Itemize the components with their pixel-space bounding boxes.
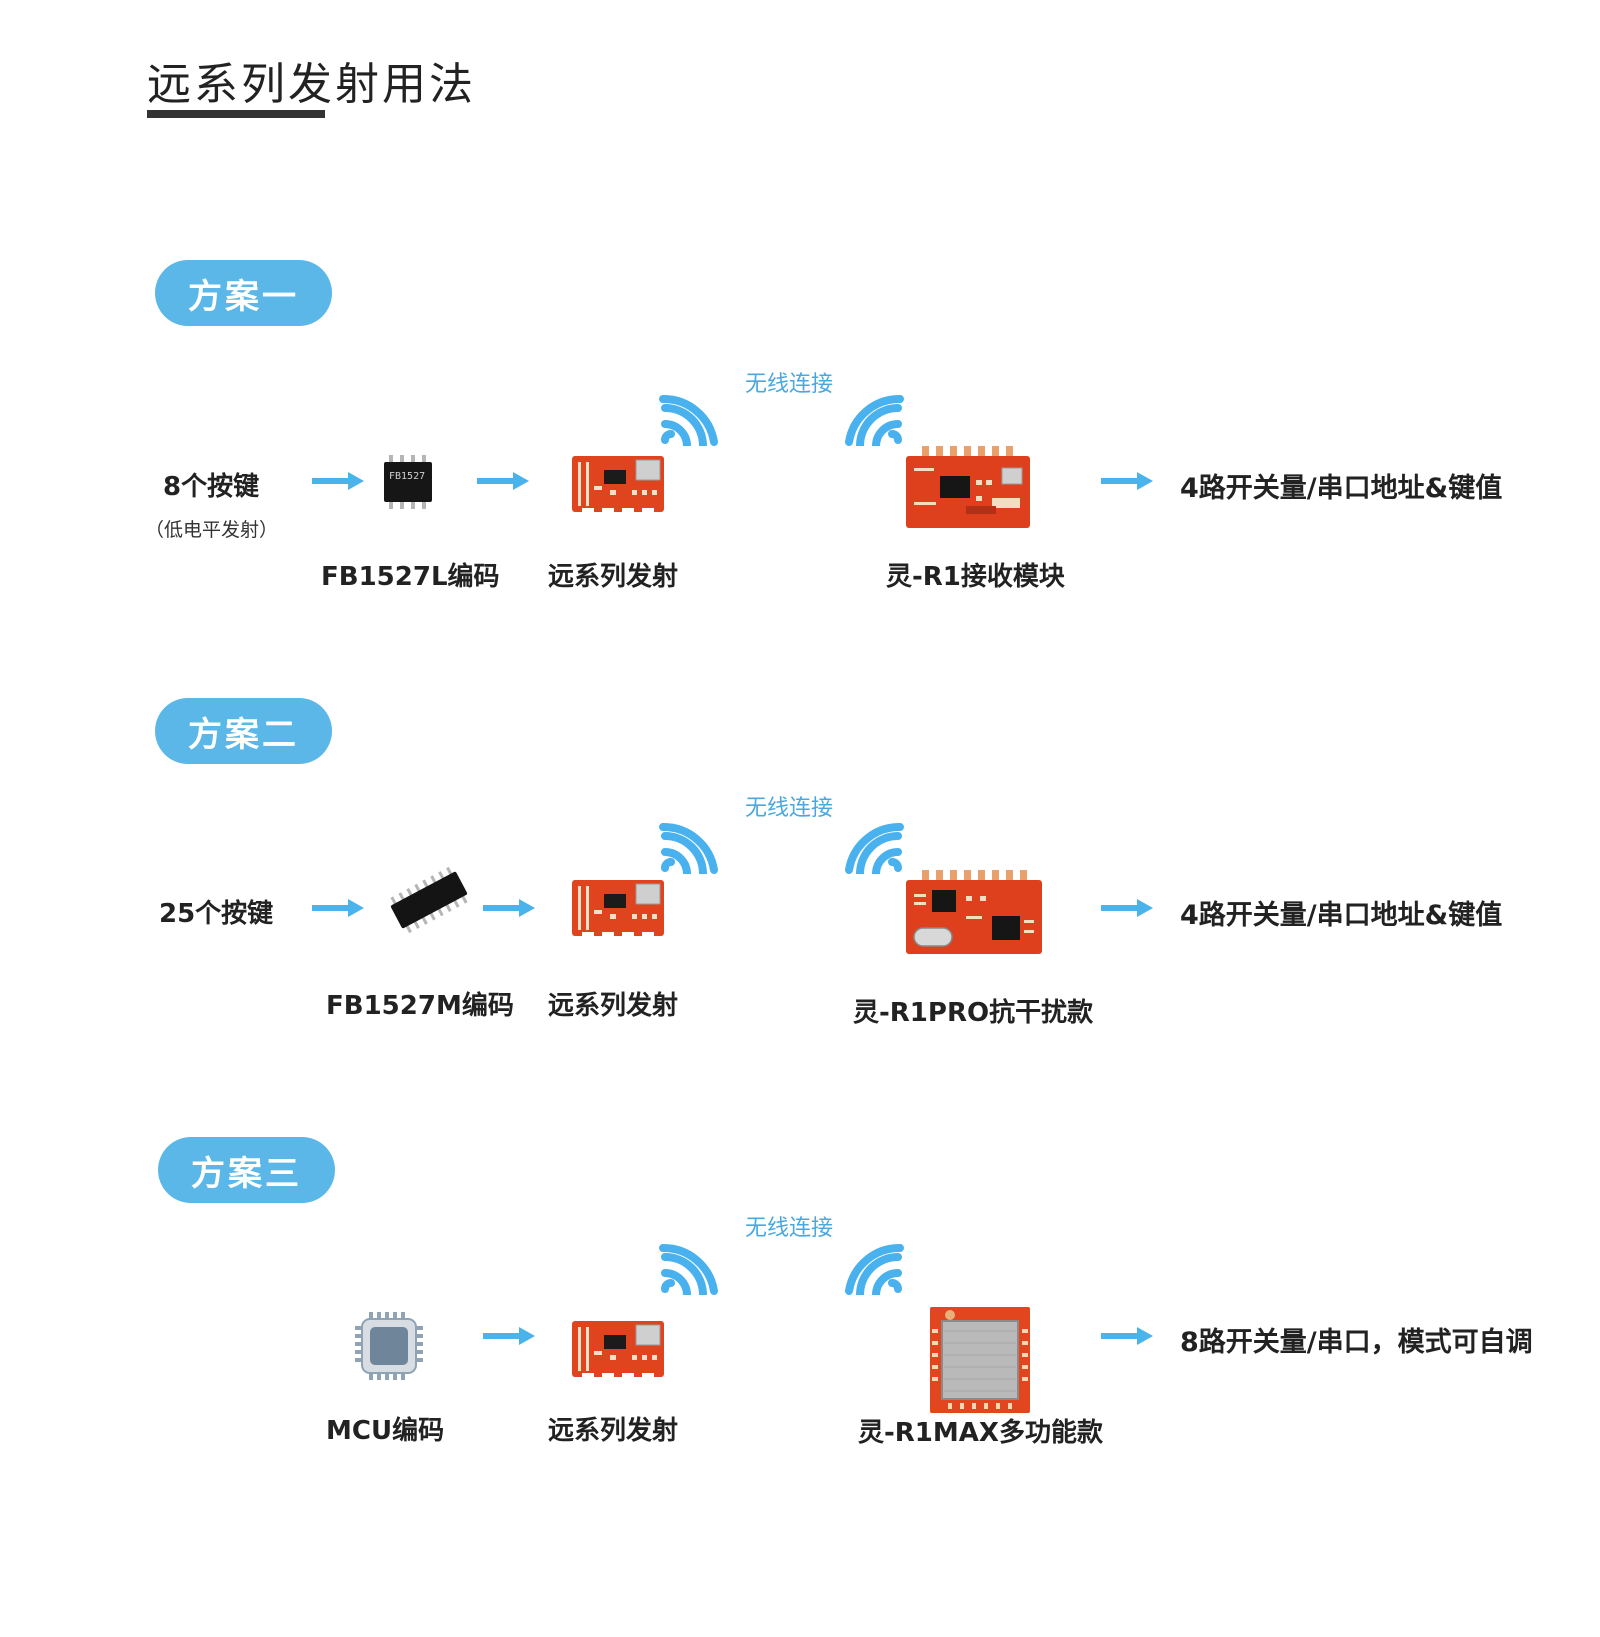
scheme-3-transmitter-label: 远系列发射 xyxy=(548,1416,679,1446)
sop8-chip-image: FB1527 xyxy=(383,455,433,509)
cpu-chip-icon xyxy=(355,1312,423,1380)
wifi-signal-icon xyxy=(657,394,719,446)
sop16-chip-image xyxy=(386,864,472,936)
right-arrow-icon xyxy=(1101,1326,1153,1346)
right-arrow-icon xyxy=(1101,898,1153,918)
wifi-signal-icon xyxy=(657,822,719,874)
page-title: 远系列发射用法 xyxy=(147,59,476,110)
scheme-2-output-label: 4路开关量/串口地址&键值 xyxy=(1180,900,1503,931)
scheme-1-output-label: 4路开关量/串口地址&键值 xyxy=(1180,473,1503,504)
scheme-1-receiver-label: 灵-R1接收模块 xyxy=(886,562,1065,592)
scheme-2-transmitter-label: 远系列发射 xyxy=(548,991,679,1021)
scheme-1-badge: 方案一 xyxy=(155,260,332,326)
right-arrow-icon xyxy=(483,1326,535,1346)
scheme-1-input-sublabel: （低电平发射） xyxy=(145,519,279,541)
scheme-3-badge: 方案三 xyxy=(158,1137,335,1203)
wifi-signal-icon xyxy=(844,394,906,446)
transmitter-module-image xyxy=(572,880,664,942)
scheme-2-input-label: 25个按键 xyxy=(159,899,274,929)
right-arrow-icon xyxy=(312,898,364,918)
transmitter-module-image xyxy=(572,456,664,518)
scheme-2-wireless-label: 无线连接 xyxy=(745,796,834,821)
scheme-1-encoder-label: FB1527L编码 xyxy=(321,562,500,592)
right-arrow-icon xyxy=(312,471,364,491)
transmitter-module-image xyxy=(572,1321,664,1383)
scheme-3-output-label: 8路开关量/串口，模式可自调 xyxy=(1180,1327,1533,1358)
wifi-signal-icon xyxy=(844,822,906,874)
scheme-3-receiver-label: 灵-R1MAX多功能款 xyxy=(858,1418,1103,1448)
r1pro-receiver-module-image xyxy=(906,870,1042,954)
scheme-1-transmitter-label: 远系列发射 xyxy=(548,562,679,592)
chip-marking: FB1527 xyxy=(389,471,426,482)
scheme-1-input-label: 8个按键 xyxy=(163,472,260,502)
r1-receiver-module-image xyxy=(906,446,1030,528)
scheme-2-badge: 方案二 xyxy=(155,698,332,764)
right-arrow-icon xyxy=(483,898,535,918)
wifi-signal-icon xyxy=(844,1243,906,1295)
title-underline xyxy=(147,110,325,118)
scheme-3-wireless-label: 无线连接 xyxy=(745,1216,834,1241)
scheme-1-wireless-label: 无线连接 xyxy=(745,372,834,397)
right-arrow-icon xyxy=(1101,471,1153,491)
wifi-signal-icon xyxy=(657,1243,719,1295)
right-arrow-icon xyxy=(477,471,529,491)
scheme-2-encoder-label: FB1527M编码 xyxy=(326,991,514,1021)
scheme-3-encoder-label: MCU编码 xyxy=(326,1416,445,1446)
scheme-2-receiver-label: 灵-R1PRO抗干扰款 xyxy=(853,998,1094,1028)
r1max-receiver-module-image xyxy=(930,1307,1030,1413)
